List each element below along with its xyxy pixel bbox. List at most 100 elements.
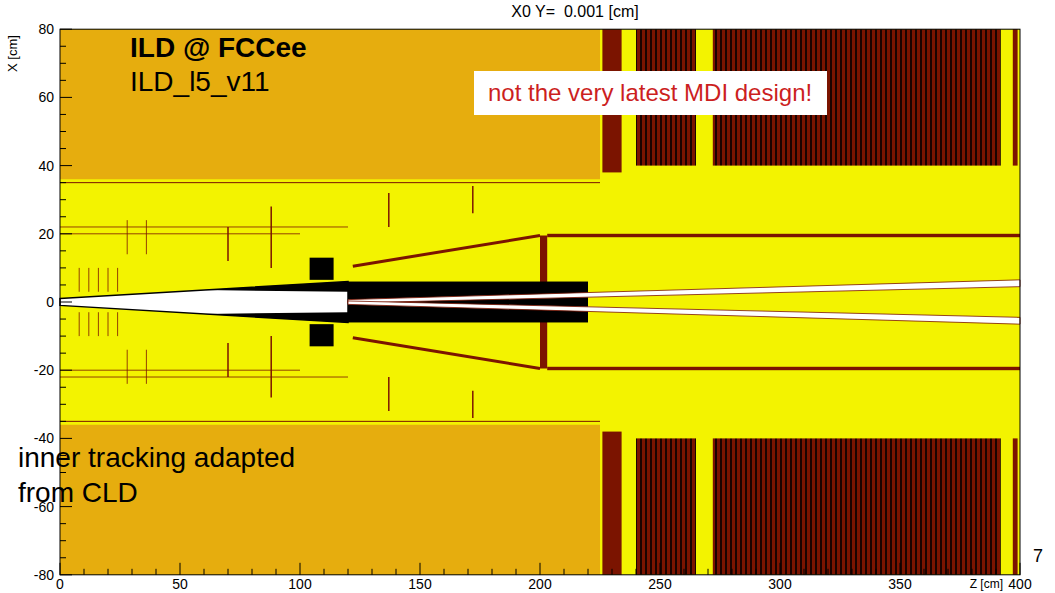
air-region xyxy=(60,29,1020,575)
axis-tick xyxy=(60,199,66,200)
axis-tick xyxy=(300,563,301,575)
axis-tick xyxy=(60,370,72,371)
axis-tick xyxy=(804,569,805,575)
tick-label: 150 xyxy=(408,576,431,592)
tick-label: 0 xyxy=(46,294,54,310)
axis-tick xyxy=(60,131,66,132)
axis-tick xyxy=(972,569,973,575)
axis-tick xyxy=(708,569,709,575)
lumical-block xyxy=(310,258,334,280)
axis-tick xyxy=(60,46,66,47)
iron-band xyxy=(602,432,621,575)
vertex-layer xyxy=(88,268,89,292)
axis-tick xyxy=(60,523,66,524)
plot-frame xyxy=(60,29,1020,575)
axis-tick xyxy=(60,80,66,81)
axis-tick xyxy=(60,284,66,285)
axis-tick xyxy=(444,569,445,575)
axis-tick xyxy=(108,569,109,575)
tick-label: 200 xyxy=(528,576,551,592)
page-number: 7 xyxy=(1033,546,1043,567)
tick-label: 400 xyxy=(1008,576,1031,592)
tracker-disk xyxy=(127,350,128,384)
axis-tick xyxy=(60,557,66,558)
tracker-line xyxy=(60,226,348,227)
axis-tick xyxy=(60,250,66,251)
axis-tick xyxy=(324,569,325,575)
tracker-disk xyxy=(227,227,229,261)
tick-label: 300 xyxy=(768,576,791,592)
tick-label: 40 xyxy=(38,158,54,174)
axis-tick xyxy=(132,569,133,575)
tick-label: 250 xyxy=(648,576,671,592)
yoke-block xyxy=(713,438,1001,574)
axis-tick xyxy=(60,165,72,166)
axis-tick xyxy=(924,569,925,575)
axis-tick xyxy=(684,569,685,575)
axis-tick xyxy=(492,569,493,575)
tick-label: 350 xyxy=(888,576,911,592)
tracker-disk xyxy=(388,377,390,411)
boundary-line xyxy=(60,421,600,422)
beam-pipe xyxy=(60,282,348,323)
axis-tick xyxy=(732,569,733,575)
axis-tick xyxy=(60,387,66,388)
axis-tick xyxy=(156,569,157,575)
axis-tick xyxy=(900,563,901,575)
vertex-layer xyxy=(88,312,89,336)
detector-name: ILD @ FCCee xyxy=(130,32,307,64)
outgoing-beam-pipe xyxy=(348,280,1020,303)
tracker-disk xyxy=(146,220,147,254)
pipe-wall xyxy=(204,312,348,322)
yoke-plate xyxy=(1013,29,1018,165)
axis-tick xyxy=(252,569,253,575)
lumical-block xyxy=(310,324,334,346)
tick-label: 50 xyxy=(172,576,188,592)
tracker-disk xyxy=(227,343,229,377)
vertex-layer xyxy=(108,268,109,292)
incoming-beam-pipe xyxy=(348,301,1020,324)
note-text: not the very latest MDI design! xyxy=(488,79,841,107)
axis-tick xyxy=(60,182,66,183)
tick-label: 80 xyxy=(38,21,54,37)
tracker-disk xyxy=(270,207,272,268)
cone-support xyxy=(353,236,540,267)
axis-tick xyxy=(396,569,397,575)
tick-label: -80 xyxy=(34,567,54,583)
axis-tick xyxy=(780,563,781,575)
axis-tick xyxy=(996,569,997,575)
annotation: inner tracking adapted from CLD xyxy=(18,440,358,510)
support-tube xyxy=(547,367,1020,370)
model-version: ILD_l5_v11 xyxy=(130,66,270,98)
support-tube xyxy=(547,234,1020,237)
vertex-layer xyxy=(98,312,99,336)
tick-label: 0 xyxy=(56,576,64,592)
axis-tick xyxy=(228,569,229,575)
boundary-line xyxy=(60,182,600,183)
tracker-line xyxy=(60,233,300,234)
axis-tick xyxy=(636,569,637,575)
yoke-plate xyxy=(1013,438,1018,574)
tracker-line xyxy=(60,370,300,371)
axis-tick xyxy=(60,404,66,405)
axis-tick xyxy=(60,97,72,98)
axis-tick xyxy=(660,563,661,575)
axis-tick xyxy=(60,353,66,354)
axis-tick xyxy=(948,569,949,575)
axis-tick xyxy=(588,569,589,575)
tracker-disk xyxy=(388,193,390,227)
axis-tick xyxy=(60,336,66,337)
axis-tick xyxy=(60,233,72,234)
axis-tick xyxy=(468,569,469,575)
axis-tick xyxy=(372,569,373,575)
axis-tick xyxy=(204,569,205,575)
axis-tick xyxy=(60,114,66,115)
axis-title: X [cm] xyxy=(6,35,21,72)
axis-tick xyxy=(756,569,757,575)
axis-tick xyxy=(60,63,66,64)
vertex-layer xyxy=(117,268,118,292)
vertex-layer xyxy=(108,312,109,336)
axis-tick xyxy=(180,563,181,575)
axis-tick xyxy=(852,569,853,575)
